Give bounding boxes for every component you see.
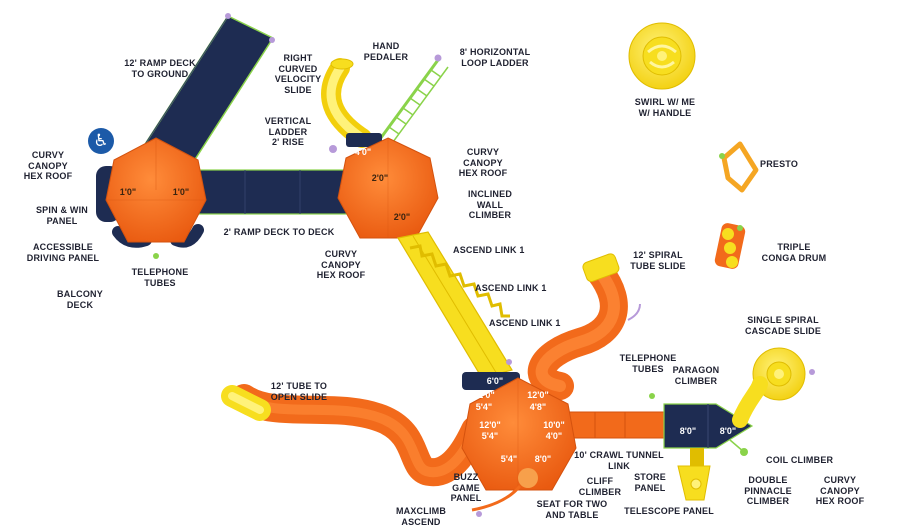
label-inclined-wall: INCLINED WALL CLIMBER xyxy=(467,189,513,220)
label-ramp-deck-12: 12' RAMP DECK TO GROUND xyxy=(124,58,196,79)
dim-center-top: 4'0" xyxy=(354,147,372,157)
triple-conga-drum xyxy=(714,223,746,269)
dim-center-a: 2'0" xyxy=(371,173,389,183)
label-ascend-link-c: ASCEND LINK 1 xyxy=(489,318,561,328)
label-curvy-roof-right: CURVY CANOPY HEX ROOF xyxy=(815,475,865,506)
left-hex-roof xyxy=(105,137,207,243)
label-ascend-link-a: ASCEND LINK 1 xyxy=(453,245,525,255)
label-ascend-link-b: ASCEND LINK 1 xyxy=(475,283,547,293)
label-telescope-panel: TELESCOPE PANEL xyxy=(624,506,714,516)
label-ramp-deck-2: 2' RAMP DECK TO DECK xyxy=(223,227,335,237)
swirl-spinner xyxy=(628,22,696,90)
dim-lower-80: 8'0" xyxy=(534,454,552,464)
dim-right-deck-b: 8'0" xyxy=(719,426,737,436)
label-accessible-driving: ACCESSIBLE DRIVING PANEL xyxy=(26,242,100,263)
spiral-tube-slide xyxy=(527,253,641,400)
label-buzz-game: BUZZ GAME PANEL xyxy=(450,472,482,503)
label-double-pinnacle: DOUBLE PINNACLE CLIMBER xyxy=(744,475,792,506)
label-vertical-ladder: VERTICAL LADDER 2' RISE xyxy=(264,116,312,147)
label-balcony-deck: BALCONY DECK xyxy=(57,289,103,310)
telescope-panel xyxy=(677,448,711,501)
coil-climber xyxy=(729,439,748,456)
ramp-deck-2ft xyxy=(189,169,351,215)
ascend-link-climber xyxy=(397,231,513,379)
label-telephone-tubes-right: TELEPHONE TUBES xyxy=(619,353,677,374)
dim-lower-top: 6'0" xyxy=(486,376,504,386)
label-horizontal-loop-ladder: 8' HORIZONTAL LOOP LADDER xyxy=(459,47,531,68)
label-coil-climber: COIL CLIMBER xyxy=(766,455,834,465)
label-spin-win: SPIN & WIN PANEL xyxy=(35,205,88,226)
presto xyxy=(719,141,759,193)
label-curvy-roof-center: CURVY CANOPY HEX ROOF xyxy=(458,147,508,178)
label-store-panel: STORE PANEL xyxy=(634,472,666,493)
dim-lower-10: 10'0" xyxy=(543,420,565,430)
dim-lower-12a: 12'0" xyxy=(473,390,495,400)
dim-lower-40: 4'0" xyxy=(545,431,563,441)
label-crawl-tunnel: 10' CRAWL TUNNEL LINK xyxy=(574,450,664,471)
label-curved-velocity-slide: RIGHT CURVED VELOCITY SLIDE xyxy=(274,53,322,95)
dim-right-deck-a: 8'0" xyxy=(679,426,697,436)
label-presto: PRESTO xyxy=(760,159,799,169)
label-spiral-tube-slide: 12' SPIRAL TUBE SLIDE xyxy=(630,250,686,271)
maxclimb-ascend xyxy=(471,485,522,517)
dim-lower-54c: 5'4" xyxy=(500,454,518,464)
spiral-cascade-slide xyxy=(732,347,815,428)
dim-lower-12b: 12'0" xyxy=(527,390,549,400)
center-hex-roof xyxy=(337,133,439,239)
label-curvy-roof-lower: CURVY CANOPY HEX ROOF xyxy=(316,249,366,280)
label-cliff-climber: CLIFF CLIMBER xyxy=(578,476,622,497)
label-single-spiral-cascade: SINGLE SPIRAL CASCADE SLIDE xyxy=(744,315,822,336)
dim-lower-12c: 12'0" xyxy=(479,420,501,430)
label-triple-conga: TRIPLE CONGA DRUM xyxy=(761,242,827,263)
dim-lower-48: 4'8" xyxy=(529,402,547,412)
dim-center-b: 2'0" xyxy=(393,212,411,222)
label-seat-for-two: SEAT FOR TWO AND TABLE xyxy=(536,499,608,520)
label-hand-pedaler: HAND PEDALER xyxy=(363,41,409,62)
curved-velocity-slide xyxy=(321,58,372,148)
tube-to-open-slide xyxy=(221,384,489,486)
label-tube-to-open-slide: 12' TUBE TO OPEN SLIDE xyxy=(270,381,328,402)
label-paragon-climber: PARAGON CLIMBER xyxy=(672,365,720,386)
right-deck xyxy=(663,403,754,449)
dim-lower-54b: 5'4" xyxy=(481,431,499,441)
wheelchair-icon: ♿ xyxy=(88,128,114,154)
label-telephone-tubes-left: TELEPHONE TUBES xyxy=(131,267,189,288)
lower-hex-deck xyxy=(461,372,577,491)
crawl-tunnel xyxy=(567,393,665,439)
label-curvy-roof-left: CURVY CANOPY HEX ROOF xyxy=(23,150,73,181)
dim-left-a: 1'0" xyxy=(119,187,137,197)
vertical-ladder xyxy=(329,145,337,153)
label-swirl: SWIRL w/ ME w/ HANDLE xyxy=(634,97,696,118)
dim-left-b: 1'0" xyxy=(172,187,190,197)
label-maxclimb: MAXCLIMB ASCEND xyxy=(395,506,447,527)
dim-lower-54a: 5'4" xyxy=(475,402,493,412)
seat-for-two xyxy=(518,468,538,488)
